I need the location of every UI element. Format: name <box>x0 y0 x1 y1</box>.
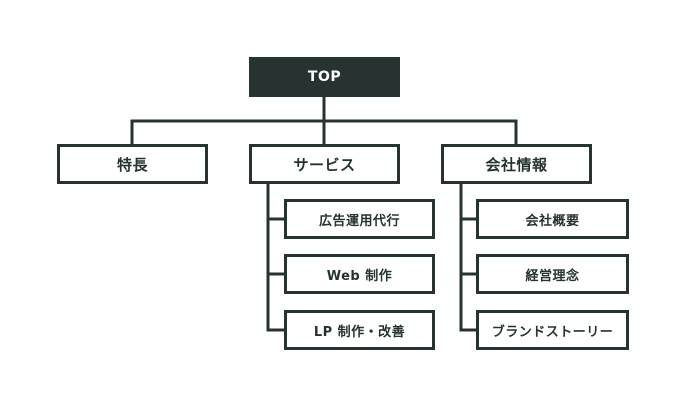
node-company-child: 会社概要 <box>476 199 629 239</box>
node-company-child: 経営理念 <box>476 254 629 294</box>
node-services-child: LP 制作・改善 <box>284 310 435 350</box>
node-top: TOP <box>249 57 400 97</box>
node-company-info: 会社情報 <box>441 144 592 184</box>
node-company-child: ブランドストーリー <box>476 310 629 350</box>
node-services-child: 広告運用代行 <box>284 199 435 239</box>
node-features: 特長 <box>57 144 208 184</box>
node-services-child: Web 制作 <box>284 254 435 294</box>
node-services: サービス <box>249 144 400 184</box>
